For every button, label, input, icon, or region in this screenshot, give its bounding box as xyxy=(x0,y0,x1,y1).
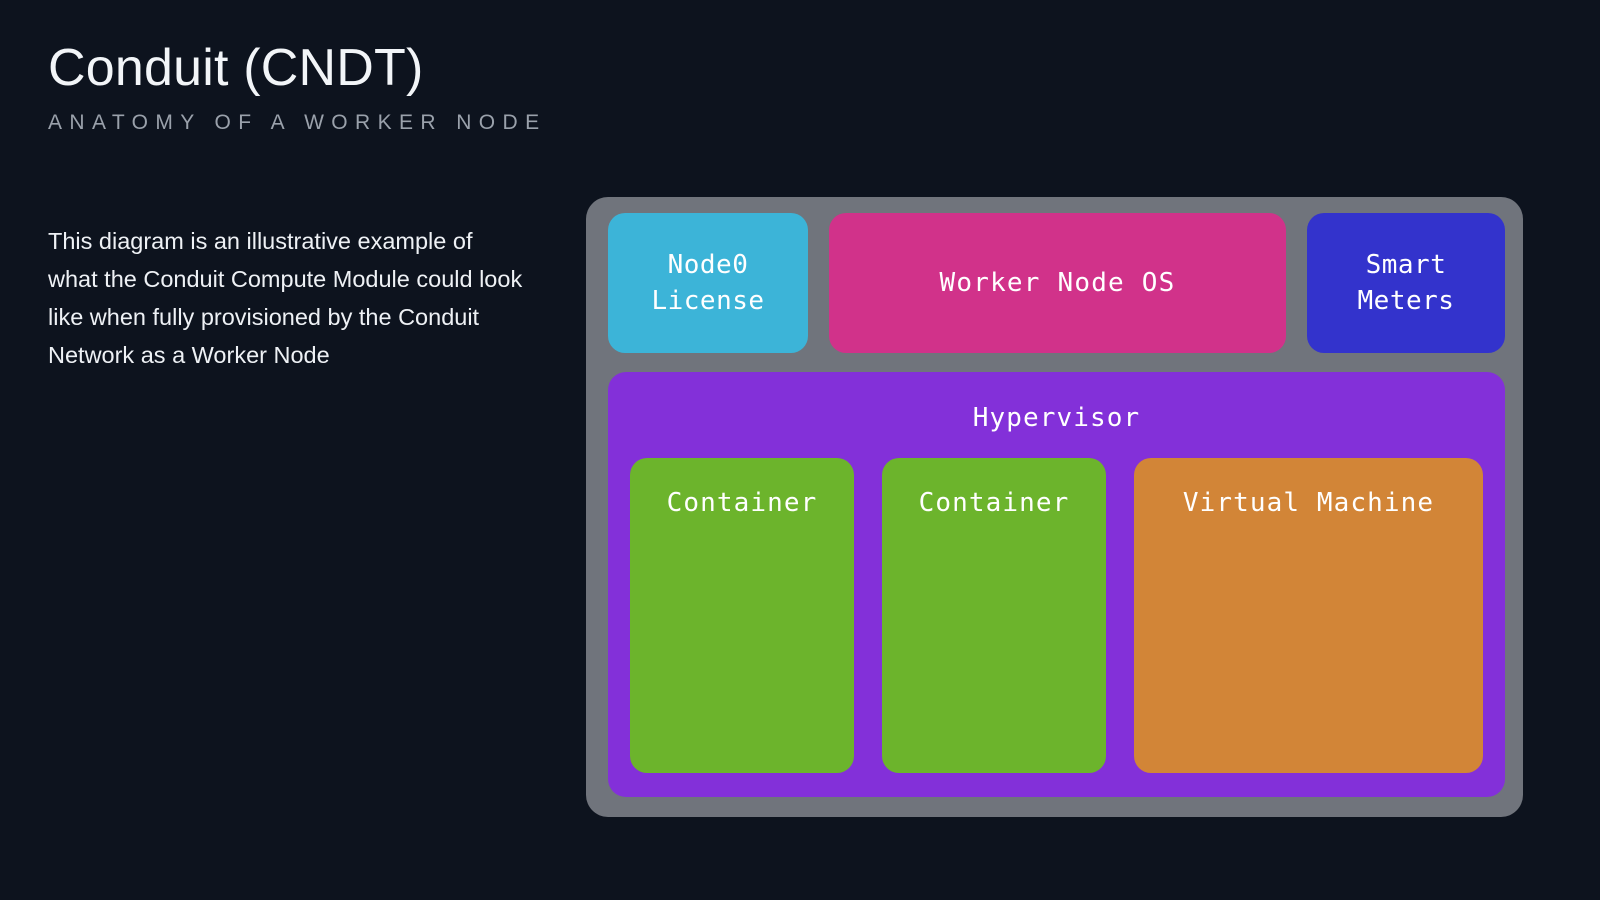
page-header: Conduit (CNDT) ANATOMY OF A WORKER NODE xyxy=(48,38,768,135)
container-2-label: Container xyxy=(918,488,1070,518)
virtual-machine-label: Virtual Machine xyxy=(1182,488,1435,518)
smart-meters-label-line2: Meters xyxy=(1357,286,1455,316)
smart-meters-box: Smart Meters xyxy=(1307,213,1505,353)
hypervisor-box: Hypervisor Container Container Virtual M… xyxy=(608,372,1505,797)
worker-node-diagram: Node0 License Worker Node OS Smart Meter… xyxy=(586,197,1523,817)
container-2-box: Container xyxy=(882,458,1106,773)
page-title: Conduit (CNDT) xyxy=(48,39,424,97)
node0-license-label: Node0 License xyxy=(651,247,764,319)
container-1-label: Container xyxy=(666,488,818,518)
worker-node-top-row: Node0 License Worker Node OS Smart Meter… xyxy=(608,213,1505,353)
worker-node-os-box: Worker Node OS xyxy=(829,213,1286,353)
hypervisor-guest-row: Container Container Virtual Machine xyxy=(630,458,1483,773)
smart-meters-label-line1: Smart xyxy=(1365,250,1447,280)
smart-meters-label: Smart Meters xyxy=(1358,247,1455,319)
worker-node-os-label: Worker Node OS xyxy=(939,268,1176,298)
node0-license-box: Node0 License xyxy=(608,213,808,353)
virtual-machine-box: Virtual Machine xyxy=(1134,458,1483,773)
node0-license-label-line1: Node0 xyxy=(667,250,749,280)
description-text: This diagram is an illustrative example … xyxy=(48,228,523,368)
hypervisor-label: Hypervisor xyxy=(972,403,1141,433)
node0-license-label-line2: License xyxy=(651,286,765,316)
page-subtitle: ANATOMY OF A WORKER NODE xyxy=(48,111,547,135)
container-1-box: Container xyxy=(630,458,854,773)
